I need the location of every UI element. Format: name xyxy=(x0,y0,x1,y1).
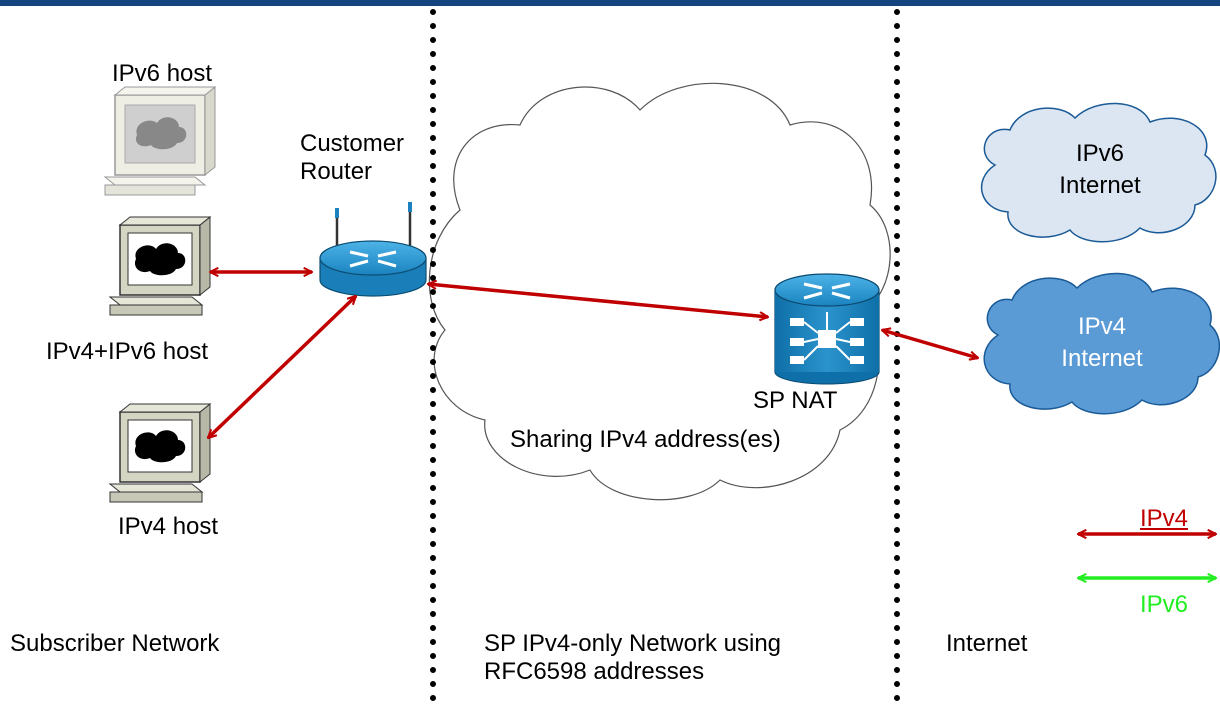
customer-router-label-line2: Router xyxy=(300,158,373,185)
dual-host-label: IPv4+IPv6 host xyxy=(46,338,209,365)
ipv4-host-icon xyxy=(108,402,212,503)
link-router-nat xyxy=(428,284,768,317)
ipv6-internet-label-line1: IPv6 xyxy=(1075,140,1125,167)
ipv4-internet-label: IPv4 Internet xyxy=(1032,311,1172,375)
dual-stack-host-icon xyxy=(108,215,212,316)
link-nat-ipv4internet xyxy=(882,330,978,358)
link-ipv4host-router xyxy=(208,296,356,438)
ipv4-links xyxy=(208,272,1216,534)
zone-subscriber-label: Subscriber Network xyxy=(10,630,220,657)
legend-ipv6-label: IPv6 xyxy=(1140,591,1189,618)
customer-router-label: Customer Router xyxy=(300,130,404,186)
zone-internet-label: Internet xyxy=(946,630,1028,657)
ipv4-internet-label-line1: IPv4 xyxy=(1077,313,1127,340)
ipv4-internet-label-line2: Internet xyxy=(1061,345,1143,372)
ipv6-internet-cloud xyxy=(980,102,1217,243)
ipv6-host-label: IPv6 host xyxy=(112,60,213,87)
customer-router-icon xyxy=(319,202,427,297)
customer-router-label-line1: Customer xyxy=(300,130,405,157)
ipv6-internet-label-line2: Internet xyxy=(1059,172,1141,199)
header-bar xyxy=(0,0,1220,6)
ipv4-host-label: IPv4 host xyxy=(118,513,219,540)
zone-sp-label: SP IPv4-only Network using RFC6598 addre… xyxy=(484,630,781,686)
sharing-label: Sharing IPv4 address(es) xyxy=(510,426,781,453)
zone-sp-label-line2: RFC6598 addresses xyxy=(484,658,705,685)
zone-sp-label-line1: SP IPv4-only Network using xyxy=(484,630,782,657)
sp-nat-icon xyxy=(774,273,880,385)
ipv6-internet-label: IPv6 Internet xyxy=(1030,138,1170,202)
legend-ipv4-label: IPv4 xyxy=(1140,505,1189,532)
sp-nat-label: SP NAT xyxy=(753,387,838,414)
ipv6-host-icon xyxy=(103,85,217,196)
ipv4-internet-cloud xyxy=(983,272,1220,415)
